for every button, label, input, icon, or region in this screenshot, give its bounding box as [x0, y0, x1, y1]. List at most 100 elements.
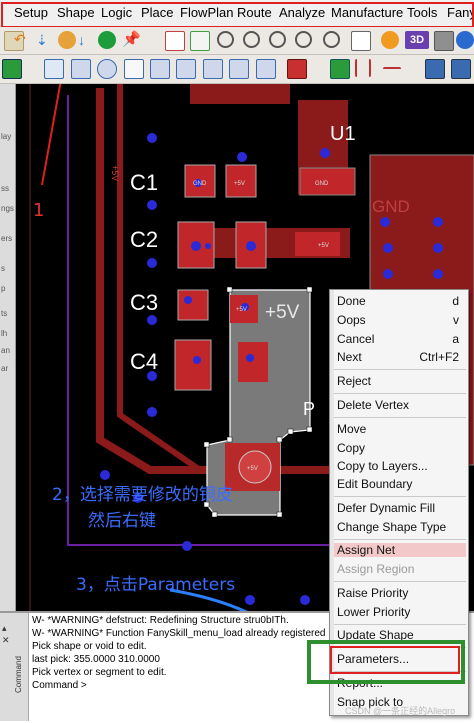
drc-icon[interactable]: [425, 59, 445, 79]
left-fragment: lay: [1, 132, 12, 141]
pad-label: GND: [193, 181, 207, 187]
ctx-report[interactable]: Report...: [337, 676, 384, 690]
command-side-tab[interactable]: ▴ ✕ Command: [0, 613, 29, 721]
text-icon[interactable]: [229, 59, 249, 79]
ctx-assign-region: Assign Region: [337, 562, 415, 576]
label-p: P: [303, 399, 315, 419]
ctx-snap-pick-to[interactable]: Snap pick to: [337, 695, 404, 709]
void-icon[interactable]: [203, 59, 223, 79]
pad-label: +5V: [318, 243, 329, 249]
grid-icon[interactable]: [165, 31, 185, 51]
measure-icon[interactable]: [383, 67, 401, 77]
select-icon[interactable]: [2, 59, 22, 79]
menu-place[interactable]: Place: [141, 5, 174, 20]
ctx-copy-to-layers[interactable]: Copy to Layers...: [337, 459, 428, 473]
ctx-update-shape[interactable]: Update Shape: [337, 628, 414, 642]
zoom-out-icon[interactable]: [295, 31, 312, 48]
help-icon[interactable]: [381, 31, 399, 49]
ctx-delete-vertex[interactable]: Delete Vertex: [337, 398, 410, 412]
side-net-label: +5V: [110, 165, 120, 181]
left-fragment: p: [1, 284, 6, 293]
folder-icon[interactable]: [4, 31, 24, 51]
toolbar-draw: [0, 55, 474, 84]
ctx-assign-net[interactable]: Assign Net: [334, 543, 466, 557]
via-icon[interactable]: [98, 31, 116, 49]
ctx-edit-boundary[interactable]: Edit Boundary: [337, 477, 413, 491]
annotation-step2-line1: 2，选择需要修改的铜皮: [52, 485, 233, 505]
dimension-icon[interactable]: [355, 59, 371, 77]
zoom-fit-icon[interactable]: [217, 31, 234, 48]
left-fragment: ngs: [1, 204, 14, 213]
menu-tools[interactable]: Tools: [407, 5, 438, 20]
ctx-defer-dynamic-fill[interactable]: Defer Dynamic Fill: [337, 501, 436, 515]
poly-icon[interactable]: [124, 59, 144, 79]
lock-icon[interactable]: [58, 31, 76, 49]
pad-label: GND: [315, 181, 329, 187]
redo-icon[interactable]: ⇣: [36, 32, 48, 48]
ctx-reject[interactable]: Reject: [337, 374, 372, 388]
left-fragment: ss: [1, 184, 9, 193]
command-line: last pick: 355.0000 310.0000: [32, 654, 160, 665]
refdes-u1: U1: [330, 123, 356, 145]
zoom-prev-icon[interactable]: [323, 31, 340, 48]
menu-fanyskill[interactable]: Fany: [447, 5, 474, 20]
circle-icon[interactable]: [97, 59, 117, 79]
redraw-icon[interactable]: [351, 31, 371, 51]
annotation-step1: 1: [33, 200, 45, 221]
menu-route[interactable]: Route: [237, 5, 272, 20]
info-icon[interactable]: [456, 31, 474, 49]
menu-logic[interactable]: Logic: [101, 5, 133, 20]
pin-icon[interactable]: 📌: [122, 31, 141, 48]
component-icon[interactable]: [330, 59, 350, 79]
menu-shape[interactable]: Shape: [57, 5, 95, 20]
grid2-icon[interactable]: [190, 31, 210, 51]
ctx-change-shape-type[interactable]: Change Shape Type: [337, 520, 447, 534]
3d-view-icon[interactable]: 3D: [405, 31, 429, 49]
stamp-icon[interactable]: [287, 59, 307, 79]
ctx-lower-priority[interactable]: Lower Priority: [337, 605, 411, 619]
edit-vertex-icon[interactable]: [176, 59, 196, 79]
drc2-icon[interactable]: [451, 59, 471, 79]
zoom-world-icon[interactable]: [243, 31, 260, 48]
left-fragment: ar: [1, 364, 9, 373]
shape-icon[interactable]: [150, 59, 170, 79]
pad-label: +5V: [236, 307, 247, 313]
left-panel-strip: lay ss ngs ers s p ts lh an ar: [0, 84, 16, 611]
left-fragment: ers: [1, 234, 13, 243]
command-prompt[interactable]: Command >: [32, 680, 87, 691]
zoom-in-icon[interactable]: [269, 31, 286, 48]
unlock-icon[interactable]: ↓: [78, 32, 85, 48]
pad-label: +5V: [234, 181, 245, 187]
undo-icon[interactable]: ↶: [14, 31, 26, 47]
annotation-step2-line2: 然后右键: [88, 511, 156, 531]
command-line: Pick shape or void to edit.: [32, 641, 147, 652]
menu-bar: Setup Shape Logic Place FlowPlan Route A…: [0, 0, 474, 27]
ctx-raise-priority[interactable]: Raise Priority: [337, 586, 409, 600]
camera-icon[interactable]: [434, 31, 454, 51]
toolbar-main: ↶ ⇣ ↓ 📌 3D: [0, 27, 474, 55]
command-side-label: Command: [14, 656, 23, 693]
refdes-c3: C3: [130, 290, 158, 315]
menu-flowplan[interactable]: FlowPlan: [180, 5, 234, 20]
menu-manufacture[interactable]: Manufacture: [331, 5, 404, 20]
net-label-plus5v: +5V: [265, 302, 300, 323]
line-icon[interactable]: [44, 59, 64, 79]
menu-analyze[interactable]: Analyze: [279, 5, 326, 20]
command-line: Pick vertex or segment to edit.: [32, 667, 167, 678]
annotation-step3: 3，点击Parameters: [76, 575, 236, 595]
rect-icon[interactable]: [71, 59, 91, 79]
menu-setup[interactable]: Setup: [14, 5, 48, 20]
refdes-c1: C1: [130, 170, 158, 195]
pad-label: +5V: [247, 466, 258, 472]
copy-icon[interactable]: [256, 59, 276, 79]
command-line: W- *WARNING* defstruct: Redefining Struc…: [32, 615, 289, 626]
refdes-c4: C4: [130, 349, 158, 374]
ctx-copy[interactable]: Copy: [337, 441, 366, 455]
ctx-parameters[interactable]: Parameters...: [337, 652, 410, 666]
ctx-move[interactable]: Move: [337, 422, 367, 436]
